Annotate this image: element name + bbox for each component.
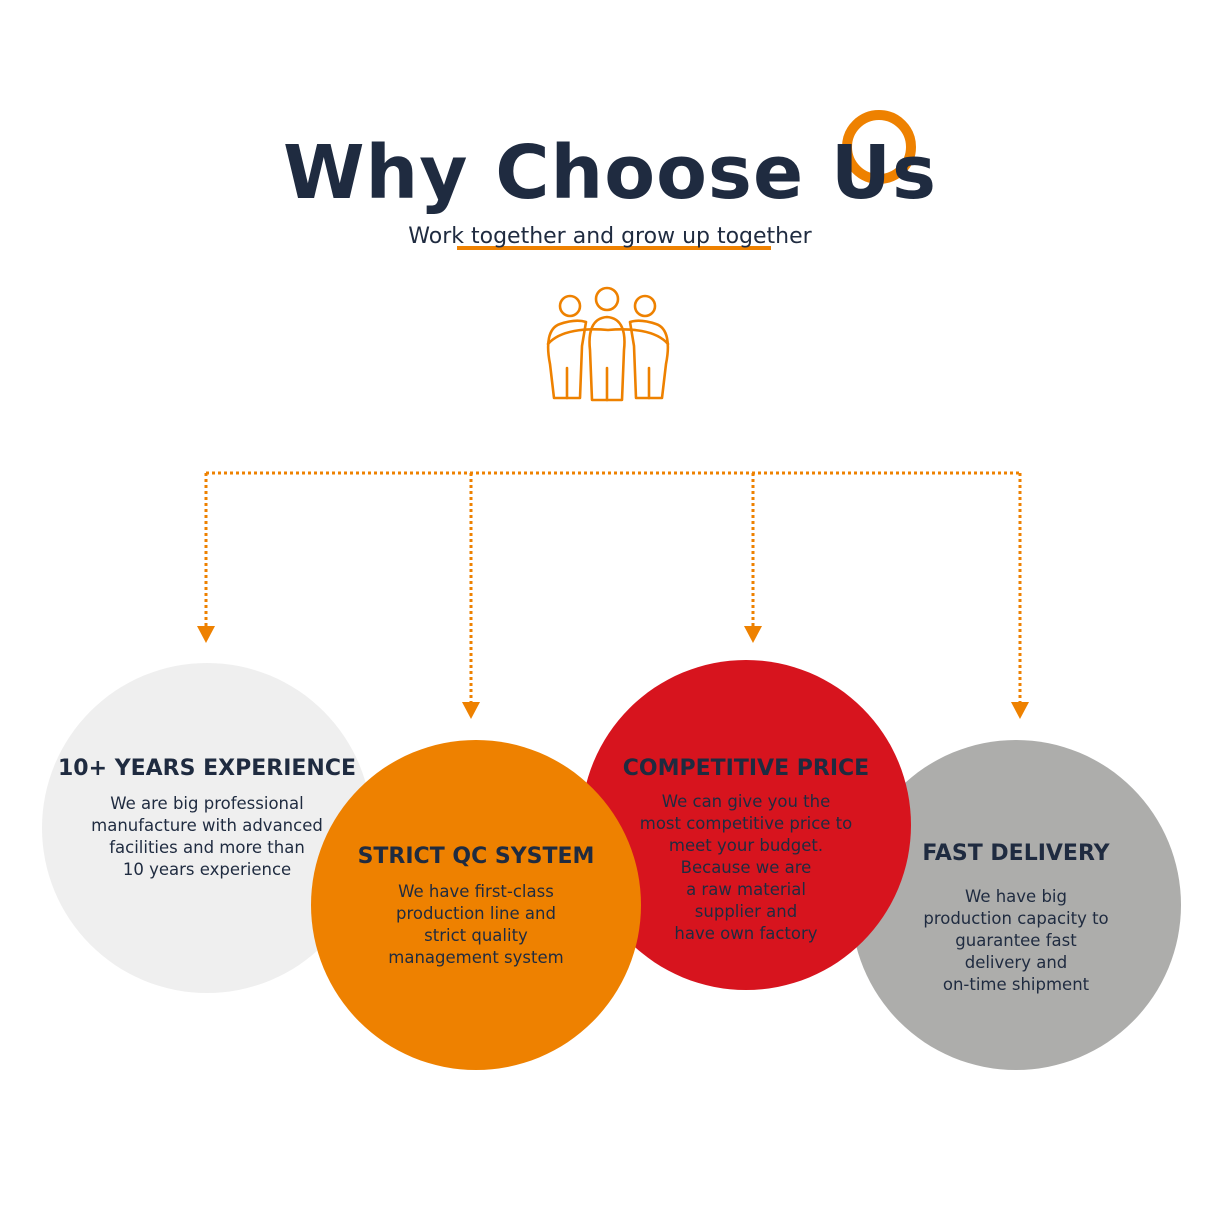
description-line: production capacity to — [923, 909, 1109, 928]
description-line: strict quality — [424, 926, 528, 945]
arrow-down-icon — [744, 626, 762, 643]
header: Why Choose Us Work together and grow up … — [0, 0, 1220, 260]
description-line: We are big professional — [110, 794, 304, 813]
description-line: We can give you the — [661, 792, 831, 811]
description-line: most competitive price to — [639, 814, 853, 833]
arrow-down-icon — [197, 626, 215, 643]
description-line: manufacture with advanced — [91, 816, 323, 835]
description-line: 10 years experience — [122, 860, 292, 879]
feature-price: COMPETITIVE PRICE We can give you the mo… — [581, 755, 911, 945]
description-line: delivery and — [964, 953, 1068, 972]
feature-heading: 10+ YEARS EXPERIENCE — [57, 756, 357, 781]
description-line: guarantee fast — [955, 931, 1077, 950]
description-line: Because we are — [680, 858, 812, 877]
description-line: facilities and more than — [109, 838, 305, 857]
page-title: Why Choose Us — [282, 130, 938, 216]
description-line: We have big — [964, 887, 1067, 906]
feature-delivery: FAST DELIVERY We have big production cap… — [851, 840, 1181, 996]
description-line: production line and — [396, 904, 556, 923]
description-line: We have first-class — [398, 882, 554, 901]
arrow-down-icon — [462, 702, 480, 719]
feature-qc: STRICT QC SYSTEM We have first-class pro… — [311, 843, 641, 969]
ring-icon — [842, 110, 916, 184]
feature-description: We have first-class production line and … — [311, 881, 641, 969]
feature-experience: 10+ YEARS EXPERIENCE We are big professi… — [42, 755, 372, 881]
feature-description: We can give you the most competitive pri… — [581, 791, 911, 945]
page-subtitle: Work together and grow up together — [408, 224, 812, 249]
feature-heading: FAST DELIVERY — [922, 841, 1110, 866]
description-line: have own factory — [674, 924, 818, 943]
feature-circle-qc — [311, 740, 641, 1070]
description-line: supplier and — [694, 902, 798, 921]
feature-description: We have big production capacity to guara… — [851, 886, 1181, 996]
description-line: a raw material — [686, 880, 806, 899]
feature-description: We are big professional manufacture with… — [42, 793, 372, 881]
feature-heading: STRICT QC SYSTEM — [357, 844, 595, 869]
team-people-icon — [546, 286, 670, 402]
description-line: meet your budget. — [668, 836, 824, 855]
description-line: management system — [388, 948, 564, 967]
arrow-down-icon — [1011, 702, 1029, 719]
description-line: on-time shipment — [942, 975, 1090, 994]
subtitle-underline — [457, 246, 771, 250]
feature-heading: COMPETITIVE PRICE — [622, 756, 870, 781]
